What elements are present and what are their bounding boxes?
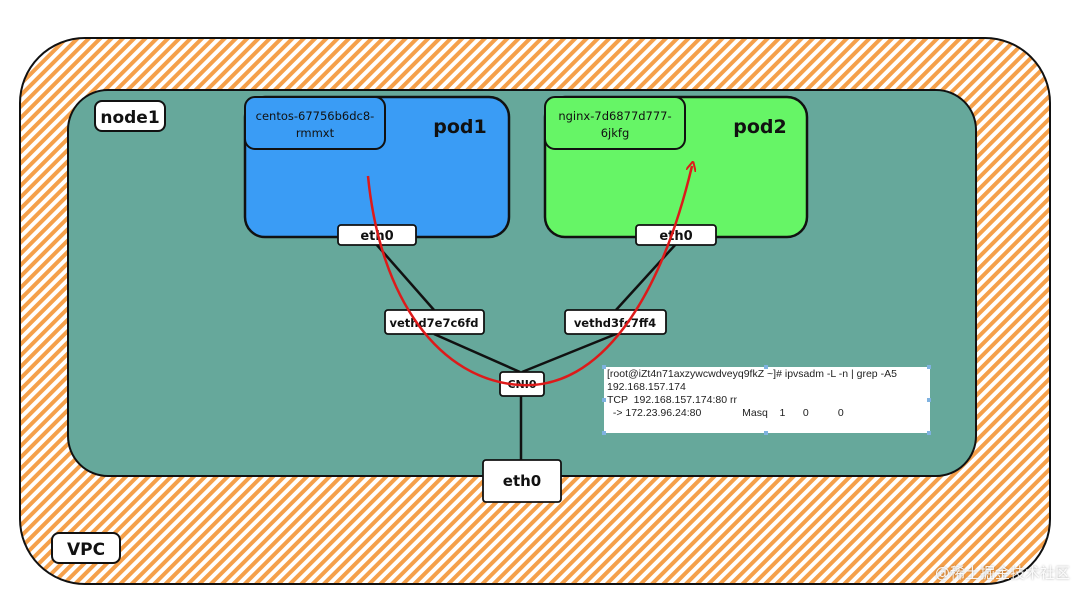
selection-handle [602, 365, 606, 369]
vpc-label-box [51, 532, 121, 564]
pod2-name-box [544, 96, 686, 150]
terminal-line-4: -> 172.23.96.24:80 Masq 1 0 0 [607, 407, 844, 419]
veth2-box [564, 309, 667, 335]
pod1-eth0-label: eth0 [360, 229, 393, 244]
selection-handle [602, 398, 606, 402]
pod2-eth0-label: eth0 [659, 229, 692, 244]
selection-handle [602, 431, 606, 435]
selection-handle [927, 398, 931, 402]
link-veth1-cni [433, 332, 521, 374]
node1-label-box [94, 100, 166, 132]
node-eth0-box [482, 459, 562, 503]
terminal-line-2: 192.168.157.174 [607, 381, 686, 393]
selection-handle [764, 431, 768, 435]
selection-handle [927, 365, 931, 369]
pod2-name-line1: nginx-7d6877d777- [558, 109, 671, 123]
pod1-label: pod1 [433, 116, 486, 138]
node1-label: node1 [100, 108, 159, 128]
terminal-line-1: [root@iZt4n71axzywcwdveyq9fkZ ~]# ipvsad… [607, 368, 897, 380]
veth1-label: vethd7e7c6fd [389, 316, 478, 330]
watermark: @稀土掘金技术社区 [934, 564, 1070, 582]
vpc-label: VPC [67, 540, 105, 560]
link-pod1-veth1 [375, 243, 435, 311]
veth2-label: vethd3fc7ff4 [574, 316, 656, 330]
selection-handle [927, 431, 931, 435]
terminal-line-3: TCP 192.168.157.174:80 rr [607, 394, 737, 406]
pod1-name-line2: rmmxt [296, 126, 335, 140]
node-eth0-label: eth0 [503, 472, 541, 490]
link-veth2-cni [521, 332, 617, 374]
ipvsadm-output: [root@iZt4n71axzywcwdveyq9fkZ ~]# ipvsad… [604, 367, 930, 433]
pod1-name-box [244, 96, 386, 150]
link-pod2-veth2 [615, 243, 677, 311]
pod2-label: pod2 [733, 116, 786, 138]
network-links [375, 243, 677, 460]
veth1-box [384, 309, 485, 335]
pod1-name-line1: centos-67756b6dc8- [256, 109, 375, 123]
pod2-name-line2: 6jkfg [601, 126, 630, 140]
selection-handle [764, 365, 768, 369]
traffic-flow-arrow [366, 166, 692, 387]
